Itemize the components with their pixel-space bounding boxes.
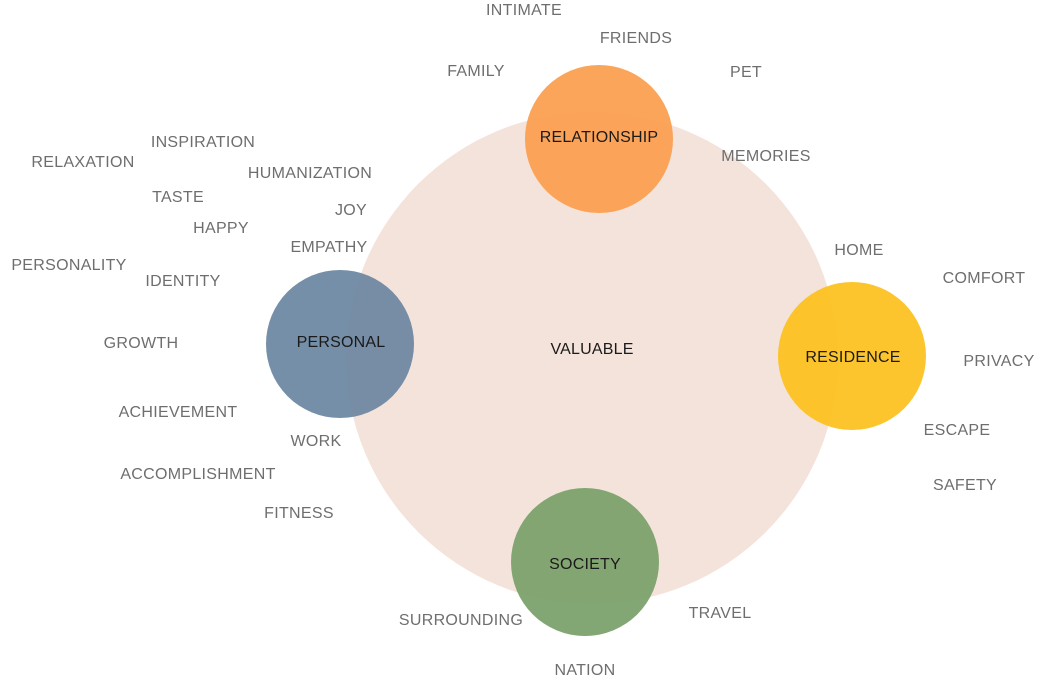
word-intimate: INTIMATE	[486, 2, 562, 19]
word-privacy: PRIVACY	[963, 353, 1035, 370]
word-personality: PERSONALITY	[11, 257, 127, 274]
relationship-circle	[525, 65, 673, 213]
word-pet: PET	[729, 64, 763, 81]
word-escape: ESCAPE	[923, 422, 991, 439]
word-memories: MEMORIES	[721, 148, 811, 165]
personal-label: PERSONAL	[296, 334, 386, 351]
word-relaxation: RELAXATION	[31, 154, 135, 171]
personal-circle	[266, 270, 414, 418]
residence-circle	[778, 282, 926, 430]
word-friends: FRIENDS	[599, 30, 673, 47]
word-empathy: EMPATHY	[290, 239, 368, 256]
word-achievement: ACHIEVEMENT	[118, 404, 238, 421]
word-surrounding: SURROUNDING	[398, 612, 524, 629]
word-family: FAMILY	[447, 63, 505, 80]
word-comfort: COMFORT	[942, 270, 1026, 287]
word-taste: TASTE	[152, 189, 204, 206]
word-growth: GROWTH	[103, 335, 179, 352]
word-happy: HAPPY	[193, 220, 249, 237]
word-travel: TRAVEL	[688, 605, 752, 622]
word-safety: SAFETY	[932, 477, 998, 494]
society-circle	[511, 488, 659, 636]
residence-label: RESIDENCE	[805, 349, 901, 366]
word-inspiration: INSPIRATION	[150, 134, 256, 151]
word-home: HOME	[834, 242, 884, 259]
word-identity: IDENTITY	[145, 273, 221, 290]
word-accomplishment: ACCOMPLISHMENT	[120, 466, 276, 483]
society-label: SOCIETY	[549, 556, 621, 573]
valuable-label: VALUABLE	[550, 341, 634, 358]
word-joy: JOY	[334, 202, 368, 219]
word-fitness: FITNESS	[264, 505, 334, 522]
word-nation: NATION	[554, 662, 616, 679]
word-humanization: HUMANIZATION	[247, 165, 373, 182]
relationship-label: RELATIONSHIP	[539, 129, 659, 146]
word-work: WORK	[290, 433, 342, 450]
